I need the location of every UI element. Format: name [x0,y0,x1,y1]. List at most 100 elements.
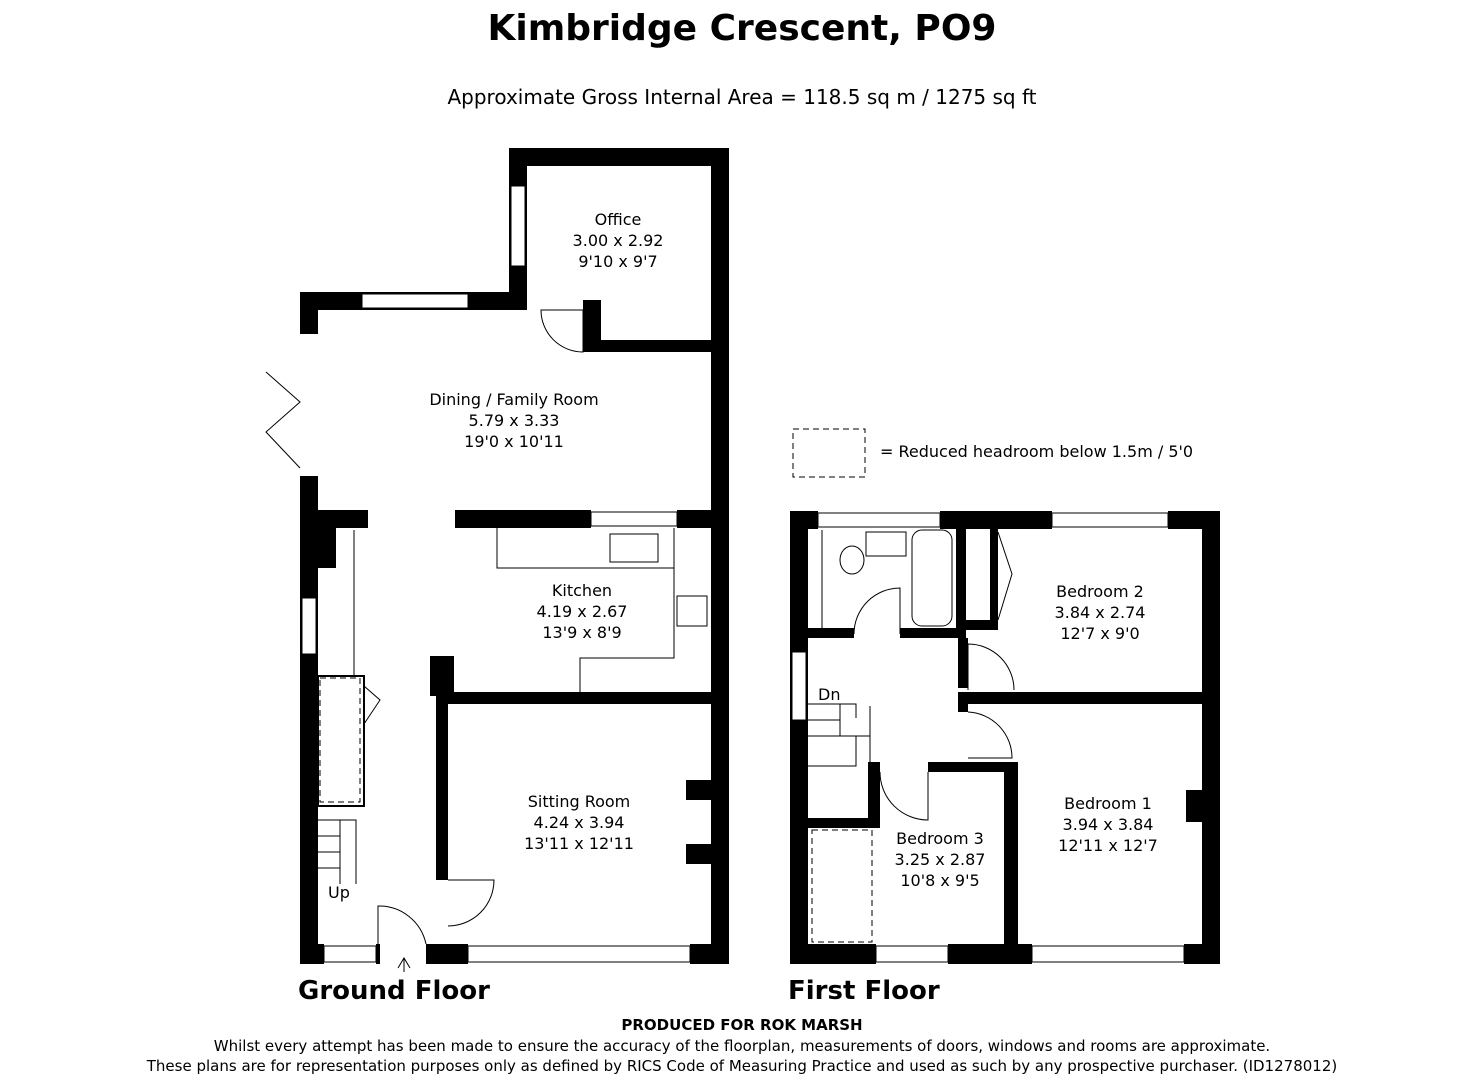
room-imperial-bedroom-1: 12'11 x 12'7 [1058,836,1158,855]
floor-label-first: First Floor [788,976,940,1006]
wall [990,529,998,630]
wall [300,944,324,964]
first-floor-plan [790,511,1220,964]
hob [676,595,708,627]
wall [1004,762,1018,964]
footer-disclaimer-1: Whilst every attempt has been made to en… [213,1037,1271,1055]
wall [436,692,448,880]
room-name-dining: Dining / Family Room [429,390,598,409]
room-name-bedroom-1: Bedroom 1 [1064,794,1152,813]
room-name-office: Office [595,210,642,229]
room-imperial-dining: 19'0 x 10'11 [464,432,564,451]
bedroom-1-door [967,711,1013,759]
wall [1202,511,1220,964]
wall [583,300,601,352]
legend-swatch [792,428,866,478]
bedroom-2-door [967,643,1015,691]
window [1051,512,1169,528]
footer-producer: PRODUCED FOR ROK MARSH [621,1016,863,1034]
room-metric-bedroom-2: 3.84 x 2.74 [1055,603,1146,622]
footer-disclaimer-2: These plans are for representation purpo… [146,1057,1338,1075]
room-imperial-kitchen: 13'9 x 8'9 [542,623,621,642]
window [323,945,377,963]
wall [426,944,468,964]
bath [911,529,953,627]
window [791,651,807,721]
room-imperial-bedroom-3: 10'8 x 9'5 [900,871,979,890]
window [301,597,317,655]
wall [928,762,958,772]
wall [436,692,729,704]
wall [966,620,998,630]
wall [868,762,880,822]
wall [300,476,318,964]
bathroom-door [853,587,901,635]
window [817,512,941,528]
wall [900,628,966,638]
room-imperial-bedroom-2: 12'7 x 9'0 [1060,624,1139,643]
room-name-bedroom-2: Bedroom 2 [1056,582,1144,601]
wall [318,528,336,568]
office-door [540,309,584,353]
wall [300,292,318,334]
wall [958,692,968,712]
first-floor-labels: Bedroom 2 3.84 x 2.74 12'7 x 9'0 Bedroom… [788,582,1158,1006]
room-name-kitchen: Kitchen [552,581,612,600]
wall [376,944,380,964]
wall [790,511,808,964]
bifold-door [265,371,301,469]
room-imperial-sitting: 13'11 x 12'11 [524,834,634,853]
room-name-sitting: Sitting Room [528,792,631,811]
wall [790,944,876,964]
wall [958,638,968,688]
wall [958,692,1220,704]
wall [711,528,729,964]
stair-label-dn: Dn [818,685,840,704]
stairs [318,819,357,884]
kitchen-counter [496,528,675,694]
wall [948,944,1032,964]
wall [956,511,966,638]
wall [677,510,729,528]
wall [958,762,1018,772]
window [361,293,469,309]
room-metric-sitting: 4.24 x 3.94 [534,813,625,832]
room-metric-office: 3.00 x 2.92 [573,231,664,250]
wall [690,944,729,964]
room-metric-dining: 5.79 x 3.33 [469,411,560,430]
window [1031,945,1185,963]
room-metric-bedroom-3: 3.25 x 2.87 [895,850,986,869]
wall [711,148,729,528]
floor-label-ground: Ground Floor [298,976,490,1006]
front-door [377,905,427,945]
legend: = Reduced headroom below 1.5m / 5'0 [792,428,1193,478]
wall [509,148,729,166]
wall [583,340,723,352]
ground-floor-plan [265,148,729,972]
wall [808,628,854,638]
sink [609,533,659,563]
chimney [1186,790,1206,822]
wall [940,511,1052,529]
window [590,511,678,527]
stair-label-up: Up [328,883,350,902]
room-metric-kitchen: 4.19 x 2.67 [537,602,628,621]
room-name-bedroom-3: Bedroom 3 [896,829,984,848]
basin [865,531,907,557]
chimney [686,780,714,800]
window [467,945,691,963]
stairs [808,703,870,767]
toilet [839,545,865,575]
cupboard-dashed [319,677,361,803]
cupboard-door [363,685,381,725]
window [875,945,949,963]
wall [1184,944,1220,964]
bedroom-3-door [879,771,929,821]
wall [430,656,454,696]
room-imperial-office: 9'10 x 9'7 [578,252,657,271]
legend-text: = Reduced headroom below 1.5m / 5'0 [880,442,1193,461]
sitting-room-door [447,879,495,927]
wall [455,510,591,528]
wall [808,818,880,828]
